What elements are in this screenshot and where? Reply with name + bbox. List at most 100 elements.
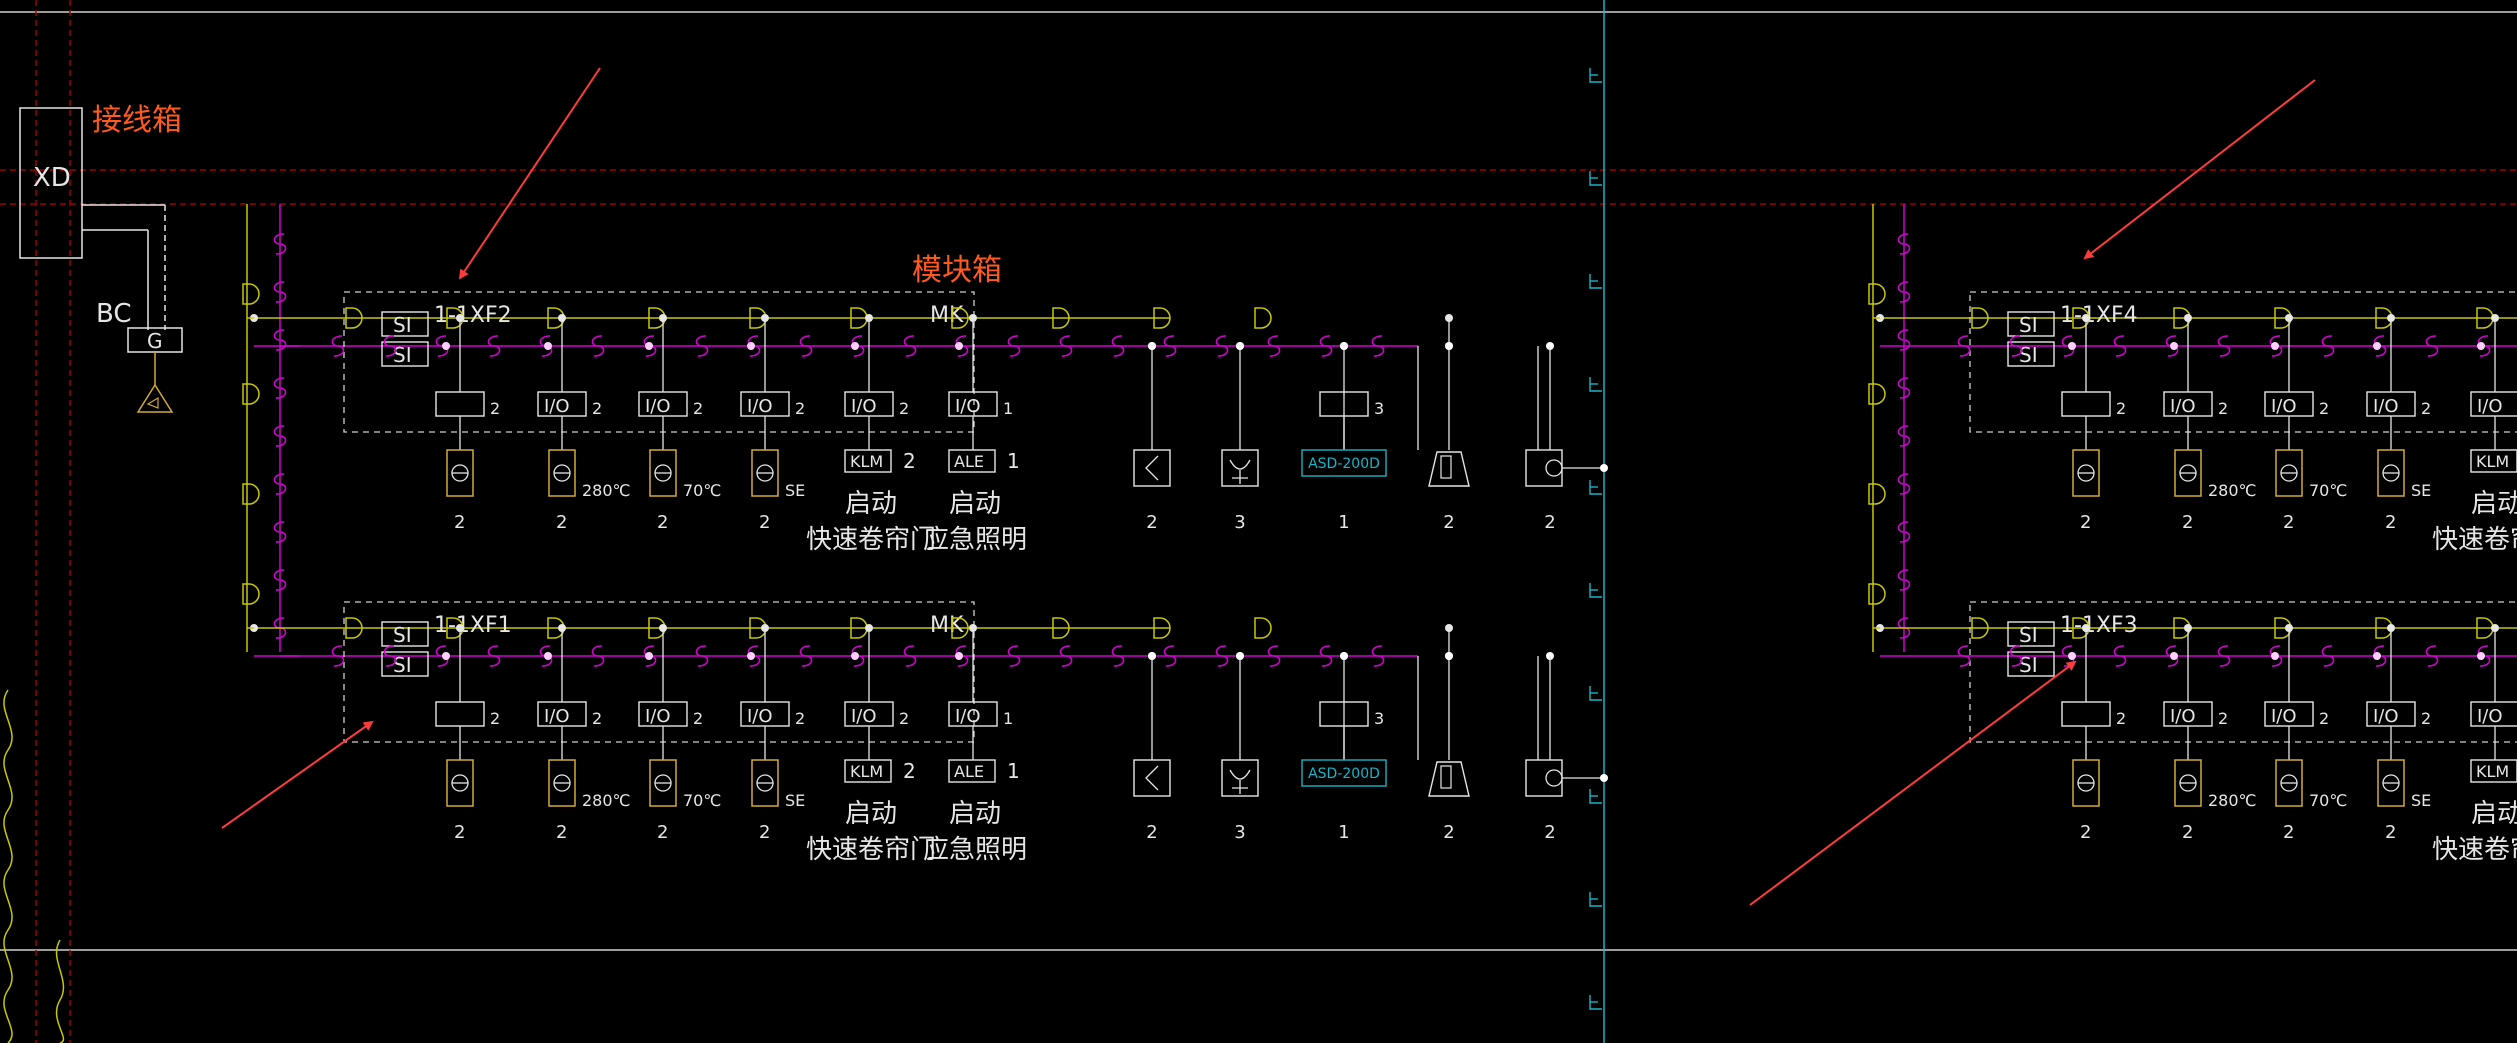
device-count: 2 — [556, 512, 567, 533]
loop-group-1-1XF4: SISI1-1XF4MK22I/O2280℃2I/O270℃2I/O2SE2I/… — [1876, 291, 2517, 555]
d-bus-symbol — [951, 617, 969, 639]
s-bus-symbol — [1371, 335, 1385, 357]
s-bus-symbol — [695, 645, 709, 667]
s-bus-symbol — [1957, 645, 1971, 667]
s-bus-symbol — [1215, 335, 1229, 357]
s-bus-symbol — [799, 335, 813, 357]
smoke-detector-icon — [2061, 701, 2111, 727]
action-label-2: 快速卷帘门 — [806, 835, 936, 865]
device-count: 2 — [2385, 822, 2396, 843]
io-module-symbol: I/O — [2170, 396, 2196, 417]
junction-dot — [955, 342, 963, 350]
s-bus-symbol — [273, 233, 287, 255]
detector-sub-label: SE — [785, 481, 805, 500]
bc-label: BC — [96, 299, 132, 329]
action-label-1: 启动 — [845, 799, 897, 829]
detector-sub-label: 70℃ — [683, 791, 721, 810]
s-bus-symbol — [383, 335, 397, 357]
s-bus-symbol — [1957, 335, 1971, 357]
si-label: SI — [393, 653, 412, 677]
junction-dot — [2068, 342, 2076, 350]
device-count: 2 — [2319, 709, 2329, 728]
klm-box — [2470, 449, 2517, 473]
detector-sub-label: SE — [2411, 481, 2431, 500]
device-count: 2 — [2421, 399, 2431, 418]
red-arrow-1 — [458, 67, 601, 280]
smoke-detector-icon — [435, 391, 485, 417]
s-bus-symbol — [903, 335, 917, 357]
ale-box — [948, 449, 996, 473]
manual-alarm-mark — [1229, 769, 1251, 794]
temperature-70-icon — [649, 759, 677, 807]
junction-dot — [2271, 342, 2279, 350]
smoke-detector-icon — [446, 449, 474, 497]
io-module-icon — [2377, 759, 2405, 807]
d-bus-symbol — [242, 583, 260, 605]
junction-dot — [2373, 342, 2381, 350]
device-count: 2 — [2283, 822, 2294, 843]
io-module-symbol: I/O — [851, 706, 877, 727]
s-bus-symbol — [487, 645, 501, 667]
junction-dot — [747, 652, 755, 660]
device-count: 2 — [2116, 399, 2126, 418]
s-bus-symbol — [1111, 645, 1125, 667]
device-count: 2 — [759, 512, 770, 533]
junction-dot — [851, 652, 859, 660]
si-box — [2007, 341, 2055, 367]
temperature-70-icon — [2275, 759, 2303, 807]
smoke-detector-icon — [435, 701, 485, 727]
d-bus-symbol — [1052, 307, 1070, 329]
device-count: 2 — [693, 709, 703, 728]
s-bus-symbol — [1267, 335, 1281, 357]
s-bus-symbol — [2425, 645, 2439, 667]
d-bus-symbol — [1254, 307, 1272, 329]
action-label-1: 启动 — [949, 799, 1001, 829]
s-bus-symbol — [1897, 377, 1911, 399]
s-bus-symbol — [273, 281, 287, 303]
junction-dot — [442, 652, 450, 660]
d-bus-symbol — [1868, 283, 1886, 305]
manual-alarm-icon — [1221, 449, 1259, 487]
device-count: 2 — [1544, 512, 1555, 533]
device-count: 2 — [592, 709, 602, 728]
si-box — [2007, 621, 2055, 647]
s-bus-symbol — [2113, 645, 2127, 667]
riser-f-mark — [1589, 377, 1602, 392]
riser-f-mark — [1589, 480, 1602, 495]
junction-dot — [544, 652, 552, 660]
asd-box-label: ASD-200D — [1308, 766, 1380, 782]
junction-dot — [2068, 652, 2076, 660]
s-bus-symbol — [1163, 645, 1177, 667]
s-bus-symbol — [273, 425, 287, 447]
si-box — [2007, 651, 2055, 677]
s-bus-symbol — [273, 521, 287, 543]
riser-f-mark — [1589, 995, 1602, 1010]
xd-label: XD — [33, 163, 71, 193]
si-box — [381, 651, 429, 677]
junction-dot — [2477, 342, 2485, 350]
junction-dot — [1445, 342, 1453, 350]
s-bus-symbol — [1897, 233, 1911, 255]
detector-sub-label: 70℃ — [683, 481, 721, 500]
junction-box-annotation: 接线箱 — [92, 103, 182, 138]
temperature-70-icon — [2275, 449, 2303, 497]
s-bus-symbol — [273, 473, 287, 495]
s-bus-symbol — [273, 377, 287, 399]
device-count: 2 — [454, 822, 465, 843]
loop-id-label: 1-1XF1 — [434, 613, 512, 638]
io-module-symbol: I/O — [645, 396, 671, 417]
device-count: 2 — [903, 759, 916, 783]
temperature-280-icon — [548, 449, 576, 497]
device-count: 2 — [2182, 512, 2193, 533]
device-count: 2 — [1443, 512, 1454, 533]
junction-dot — [544, 342, 552, 350]
io-module-symbol: I/O — [645, 706, 671, 727]
asd-box — [1301, 759, 1387, 787]
s-bus-symbol — [1897, 521, 1911, 543]
alarm-inner — [1440, 765, 1452, 789]
io-module-symbol: I/O — [2271, 706, 2297, 727]
si-label: SI — [393, 623, 412, 647]
junction-dot — [1148, 342, 1156, 350]
s-bus-symbol — [799, 645, 813, 667]
s-bus-symbol — [1007, 645, 1021, 667]
